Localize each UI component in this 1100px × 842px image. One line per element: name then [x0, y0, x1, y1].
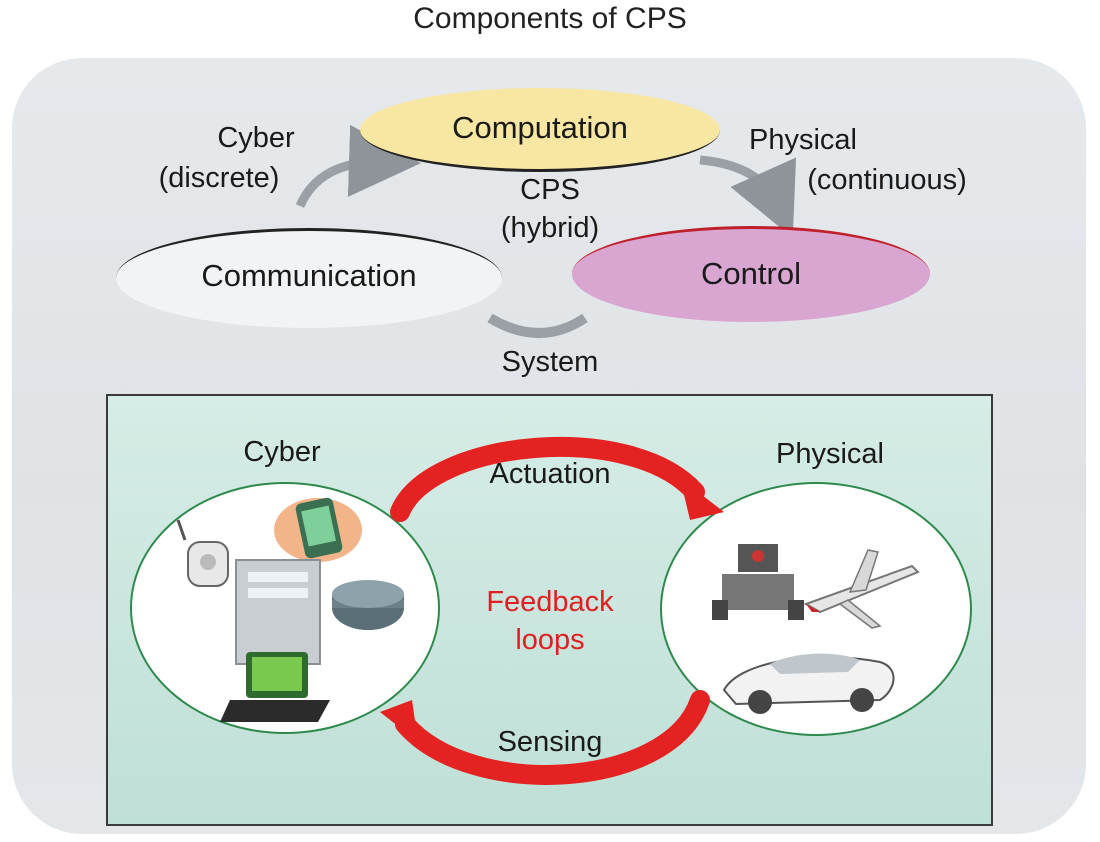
cyber-discrete-line1: Cyber — [217, 122, 295, 154]
feedback-loops-line2: loops — [515, 624, 585, 656]
cyber-arrow — [295, 124, 421, 208]
router-icon — [332, 580, 404, 630]
physical-continuous-line2: (continuous) — [807, 164, 967, 196]
cps-label-line1: CPS — [520, 174, 580, 206]
server-tower-icon — [235, 559, 321, 665]
sensing-arrowhead — [380, 700, 418, 742]
actuation-arrowhead — [680, 478, 724, 520]
system-label: System — [501, 346, 599, 378]
computation-label: Computation — [452, 110, 628, 145]
diagram-title: Components of CPS — [413, 2, 687, 35]
car-icon — [722, 653, 895, 714]
sensing-arrow — [395, 690, 710, 785]
cyber-discrete-line2: (discrete) — [158, 162, 280, 194]
control-label: Control — [701, 256, 801, 291]
sensing-label: Sensing — [497, 726, 603, 758]
communication-ellipse — [116, 228, 502, 328]
computation-ellipse — [360, 88, 720, 172]
control-ellipse — [572, 226, 930, 322]
actuation-arrow — [390, 437, 705, 522]
communication-label: Communication — [201, 258, 417, 293]
cps-label-line2: (hybrid) — [500, 212, 600, 244]
physical-continuous-line1: Physical — [749, 124, 857, 156]
cyber-label: Cyber — [243, 436, 321, 468]
feedback-loops-line1: Feedback — [486, 586, 614, 618]
robot-icon — [712, 544, 804, 620]
system-arrow — [487, 313, 588, 338]
actuation-label: Actuation — [489, 458, 611, 490]
physical-label: Physical — [776, 438, 884, 470]
smartphone-icon — [274, 497, 362, 562]
wireless-sensor-icon — [176, 519, 229, 587]
laptop-icon — [220, 652, 330, 722]
airplane-icon — [803, 549, 920, 629]
physical-arrow — [699, 155, 797, 238]
